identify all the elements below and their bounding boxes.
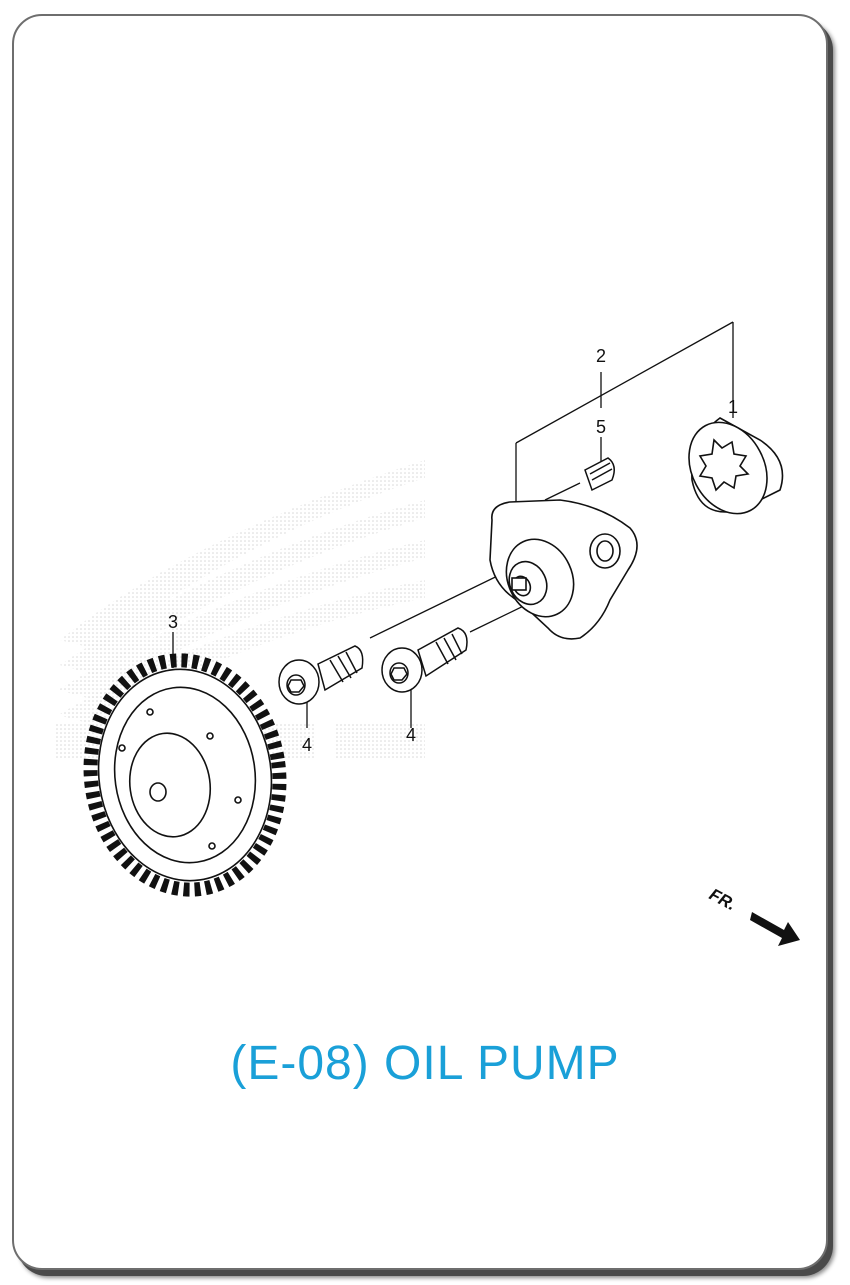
front-direction-indicator: FR. (706, 885, 800, 946)
page-title: (E-08) OIL PUMP (230, 1037, 620, 1090)
callout-4a: 4 (302, 735, 312, 755)
fr-label: FR. (706, 885, 739, 915)
callout-4b: 4 (406, 725, 416, 745)
callout-1: 1 (728, 397, 738, 417)
front-arrow-icon (750, 912, 800, 946)
part-3-driven-gear (83, 653, 287, 897)
part-2-pump-body (489, 499, 638, 640)
callout-labels: 1 2 3 4 4 5 (168, 346, 738, 755)
callout-2: 2 (596, 346, 606, 366)
part-4-bolt-b (381, 627, 468, 693)
callout-3: 3 (168, 612, 178, 632)
part-5-dowel-bolt (584, 457, 615, 492)
part-4-bolt-a (278, 645, 364, 705)
part-1-rotor (688, 417, 784, 515)
callout-5: 5 (596, 417, 606, 437)
